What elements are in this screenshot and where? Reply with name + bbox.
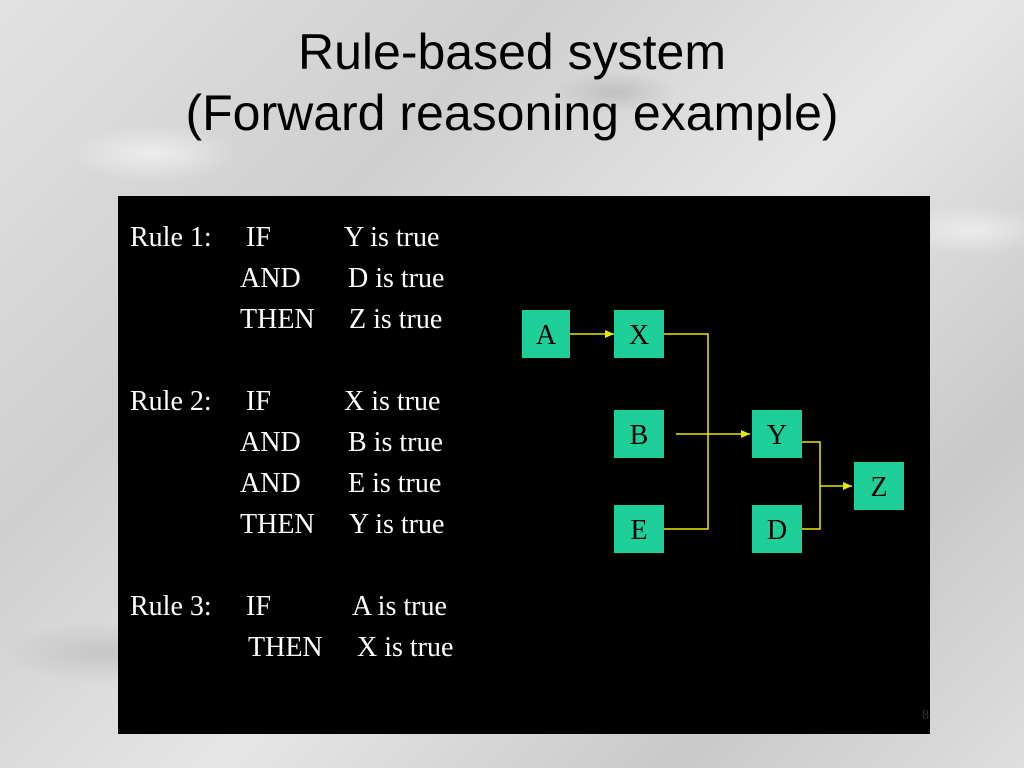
node-b: B: [614, 410, 664, 458]
slide-title-line1: Rule-based system: [298, 24, 726, 80]
rule-2-name: Rule 2:: [130, 386, 212, 417]
rule-2-and-condition-2: E is true: [348, 468, 442, 499]
node-d-label: D: [767, 515, 787, 546]
rule-1-name: Rule 1:: [130, 222, 212, 253]
rule-2-and-keyword-1: AND: [240, 427, 301, 458]
content-panel: Rule 1: IF Y is true AND D is true THEN …: [118, 196, 930, 734]
rule-2-and-condition-1: B is true: [348, 427, 443, 458]
rule-3-then-keyword: THEN: [248, 632, 323, 663]
rule-1-and-condition: D is true: [348, 263, 445, 294]
rule-3-if-keyword: IF: [246, 591, 271, 622]
node-e: E: [614, 505, 664, 553]
rule-1-then-condition: Z is true: [349, 304, 443, 335]
rule-1-and-keyword: AND: [240, 263, 301, 294]
rule-2-then-condition: Y is true: [349, 509, 445, 540]
page-number: 8: [922, 708, 929, 723]
node-x: X: [614, 310, 664, 358]
node-y: Y: [752, 410, 802, 458]
rule-3-name: Rule 3:: [130, 591, 212, 622]
node-z-label: Z: [870, 472, 887, 503]
rule-1-if-condition: Y is true: [344, 222, 440, 253]
inference-diagram: A X B E Y D Z: [522, 310, 904, 553]
connector-x: [664, 333, 709, 434]
rule-1-if-keyword: IF: [246, 222, 271, 253]
rule-1-then-keyword: THEN: [240, 304, 315, 335]
connector-y: [802, 441, 821, 486]
slide-title: Rule-based system (Forward reasoning exa…: [0, 22, 1024, 144]
node-a-label: A: [536, 320, 557, 351]
node-d: D: [752, 505, 802, 553]
node-e-label: E: [630, 515, 647, 546]
node-y-label: Y: [767, 420, 787, 451]
rule-3-if-condition: A is true: [352, 591, 447, 622]
node-x-label: X: [629, 320, 649, 351]
rule-2-if-condition: X is true: [344, 386, 441, 417]
rule-2-and-keyword-2: AND: [240, 468, 301, 499]
node-a: A: [522, 310, 570, 358]
rule-3-then-condition: X is true: [357, 632, 454, 663]
node-b-label: B: [630, 420, 649, 451]
rule-2-if-keyword: IF: [246, 386, 271, 417]
connector-d: [802, 486, 821, 530]
rule-2-then-keyword: THEN: [240, 509, 315, 540]
slide-title-line2: (Forward reasoning example): [185, 85, 839, 141]
node-z: Z: [854, 462, 904, 510]
connector-e: [664, 434, 709, 530]
